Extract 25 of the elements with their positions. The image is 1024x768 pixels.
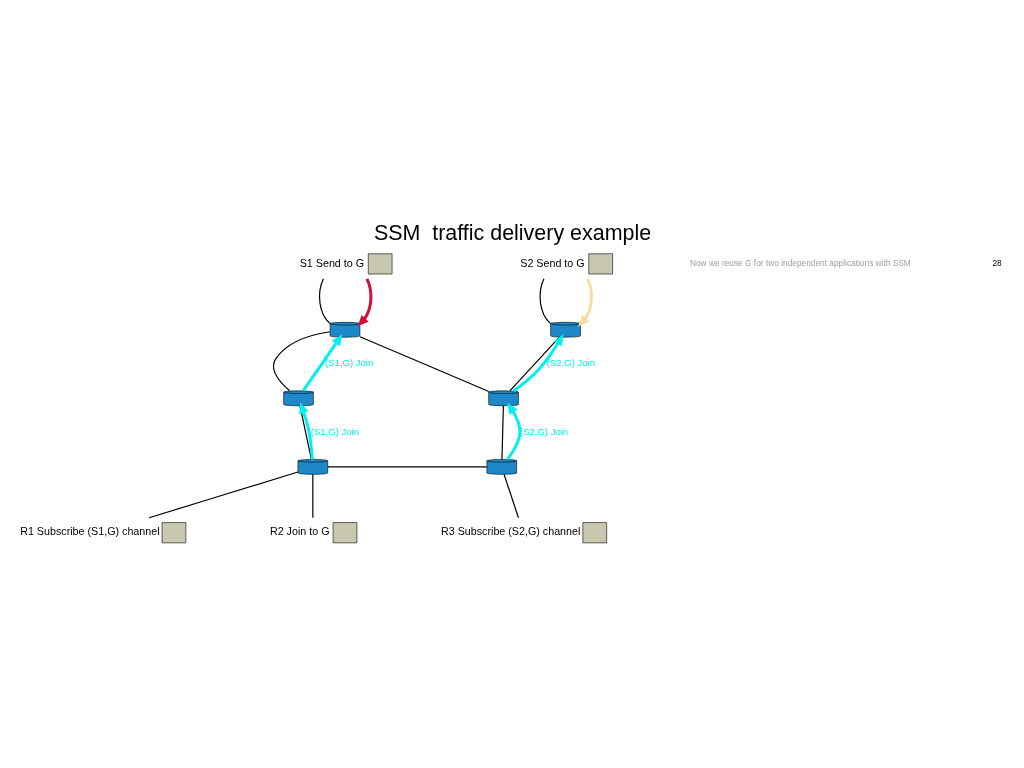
connector [272,331,330,392]
node-label: S2 Send to G [519,256,585,269]
connector [326,466,487,468]
edge-label: (S1,G) Join [310,425,359,437]
connector [539,278,551,325]
node-label: R3 Subscribe (S2,G) channel [440,525,580,538]
connector [148,471,298,519]
connector [500,405,504,460]
edge-label: (S2,G) Join [546,357,595,369]
label: Now we reuse G for two independent applications with SSM [689,258,911,269]
arrow [357,278,372,327]
edge-label: (S1,G) Join [324,357,373,369]
node-label: R1 Subscribe (S1,G) channel [19,525,160,538]
connector [358,336,489,393]
label: 28 [991,258,1002,269]
arrow [505,402,521,461]
diagram-title: SSM traffic delivery example [373,220,651,245]
arrow [301,334,342,392]
arrow [577,278,593,327]
connector [318,278,331,325]
node-label: S1 Send to G [299,256,364,269]
connector [502,473,519,519]
connector [311,473,313,519]
node-label: R2 Join to G [269,525,329,538]
edge-label: (S2,G) Join [519,425,568,437]
